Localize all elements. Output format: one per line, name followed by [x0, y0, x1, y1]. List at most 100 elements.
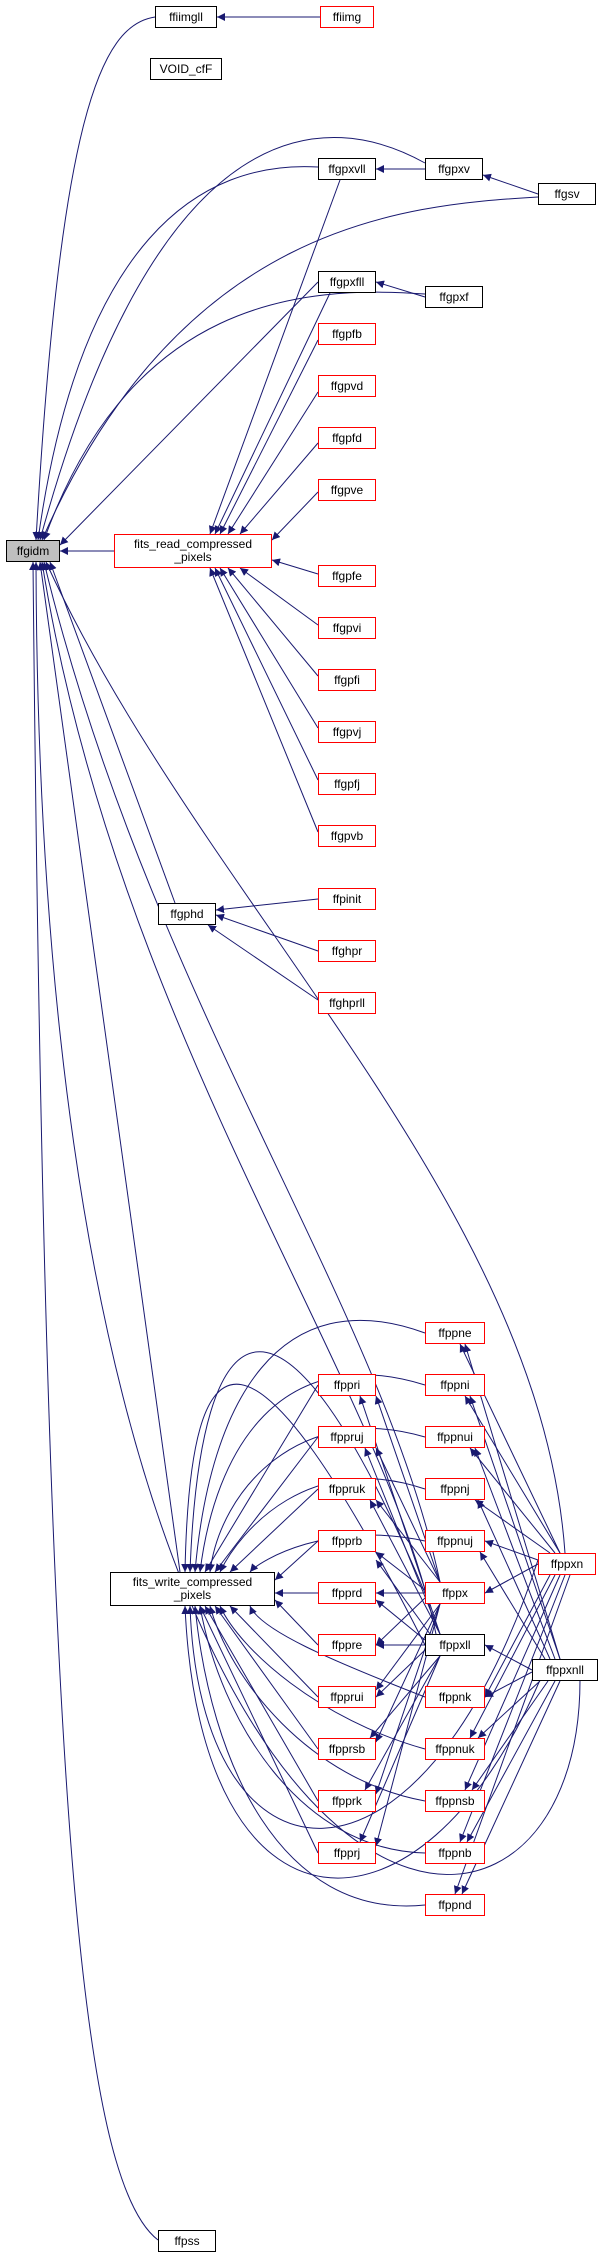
edge-ffppxll-ffpprui	[375, 1649, 426, 1698]
node-ffpprb[interactable]: ffpprb	[318, 1530, 376, 1552]
node-fits_read_compressed_pixels[interactable]: fits_read_compressed _pixels	[114, 534, 272, 568]
edge-fwcp-ffgidm	[37, 561, 181, 1573]
node-ffgpvb[interactable]: ffgpvb	[318, 825, 376, 847]
node-label: ffpprb	[331, 1533, 363, 1548]
edge-ffppx-ffgidm	[41, 561, 441, 1583]
node-ffpprsb[interactable]: ffpprsb	[318, 1738, 376, 1760]
node-label: ffgpfd	[332, 430, 362, 445]
edge-ffppxnll-ffppne	[463, 1343, 561, 1660]
edge-ffppruk-fwcp	[229, 1488, 319, 1573]
node-label: ffppni	[440, 1377, 470, 1392]
node-ffgpfd[interactable]: ffgpfd	[318, 427, 376, 449]
edge-ffgpve-frcp	[271, 491, 319, 541]
node-ffpss[interactable]: ffpss	[158, 2230, 216, 2252]
node-ffgpxv[interactable]: ffgpxv	[425, 158, 483, 180]
edge-ffppxll-ffpprb	[375, 1559, 431, 1635]
node-ffgpfj[interactable]: ffgpfj	[318, 773, 376, 795]
node-label: ffpprj	[333, 1845, 361, 1860]
node-ffpprui[interactable]: ffpprui	[318, 1686, 376, 1708]
edge-ffppx-ffppruk	[375, 1499, 441, 1583]
node-ffgpxvll[interactable]: ffgpxvll	[318, 158, 376, 180]
node-VOID_cfF[interactable]: VOID_cfF	[150, 58, 222, 80]
edge-ffppxll-ffpprsb	[369, 1655, 441, 1739]
node-ffppnd[interactable]: ffppnd	[425, 1894, 485, 1916]
edge-ffghprll-ffgphd	[207, 924, 319, 1001]
node-ffppri[interactable]: ffppri	[318, 1374, 376, 1396]
node-label: ffpinit	[332, 891, 362, 906]
edge-ffppnuk-fwcp	[219, 1605, 426, 1750]
node-ffppnui[interactable]: ffppnui	[425, 1426, 485, 1448]
node-label: ffpss	[174, 2233, 200, 2248]
node-ffppnk[interactable]: ffppnk	[425, 1686, 485, 1708]
edge-ffgpvi-frcp	[239, 567, 319, 626]
node-ffppre[interactable]: ffppre	[318, 1634, 376, 1656]
node-fits_write_compressed_pixels[interactable]: fits_write_compressed _pixels	[110, 1572, 275, 1606]
edge-ffgphd-ffgidm	[48, 561, 176, 904]
node-ffppnb[interactable]: ffppnb	[425, 1842, 485, 1864]
edge-ffgsv-ffgpxv	[482, 173, 539, 195]
node-label: ffppnk	[438, 1689, 472, 1704]
node-ffgidm[interactable]: ffgidm	[6, 540, 60, 562]
node-label: ffghpr	[331, 943, 363, 958]
node-ffgpvd[interactable]: ffgpvd	[318, 375, 376, 397]
node-label: fits_read_compressed _pixels	[133, 537, 253, 564]
node-label: ffgphd	[170, 906, 204, 921]
edges	[29, 13, 581, 2241]
node-ffgpve[interactable]: ffgpve	[318, 479, 376, 501]
node-ffpprk[interactable]: ffpprk	[318, 1790, 376, 1812]
node-ffgsv[interactable]: ffgsv	[538, 183, 596, 205]
node-ffppxn[interactable]: ffppxn	[538, 1553, 596, 1575]
node-ffiimgll[interactable]: ffiimgll	[155, 6, 217, 28]
node-ffpprj[interactable]: ffpprj	[318, 1842, 376, 1864]
node-label: ffppnb	[438, 1845, 472, 1860]
node-label: ffppxn	[550, 1556, 584, 1571]
edge-ffppxnll-ffppnj	[477, 1499, 551, 1660]
node-ffpinit[interactable]: ffpinit	[318, 888, 376, 910]
edge-ffppnd-fwcp	[191, 1605, 426, 1907]
edge-ffppxnll-ffppnuk	[477, 1680, 541, 1739]
edge-ffiimgll-ffgidm	[32, 16, 156, 541]
node-ffppnj[interactable]: ffppnj	[425, 1478, 485, 1500]
node-ffgpxfll[interactable]: ffgpxfll	[318, 271, 376, 293]
edge-ffppxll-fwcp	[181, 1383, 426, 1646]
node-ffppne[interactable]: ffppne	[425, 1322, 485, 1344]
node-ffppnuj[interactable]: ffppnuj	[425, 1530, 485, 1552]
node-ffgpvj[interactable]: ffgpvj	[318, 721, 376, 743]
node-ffppx[interactable]: ffppx	[425, 1582, 485, 1604]
node-ffgpvi[interactable]: ffgpvi	[318, 617, 376, 639]
edge-ffgpxvll-frcp	[209, 179, 341, 535]
node-ffppnuk[interactable]: ffppnuk	[425, 1738, 485, 1760]
node-ffppxnll[interactable]: ffppxnll	[532, 1659, 598, 1681]
node-ffppxll[interactable]: ffppxll	[425, 1634, 485, 1656]
node-ffgpxf[interactable]: ffgpxf	[425, 286, 483, 308]
node-ffghpr[interactable]: ffghpr	[318, 940, 376, 962]
node-ffpprd[interactable]: ffpprd	[318, 1582, 376, 1604]
node-label: VOID_cfF	[159, 61, 213, 76]
edge-ffppnuj-fwcp	[249, 1534, 426, 1573]
node-ffiimg[interactable]: ffiimg	[320, 6, 374, 28]
edge-ffpprj-fwcp	[199, 1605, 319, 1854]
node-label: ffppnd	[438, 1897, 472, 1912]
edge-ffppx-ffppruj	[375, 1447, 441, 1583]
edge-ffppnk-fwcp	[249, 1605, 426, 1698]
node-ffppni[interactable]: ffppni	[425, 1374, 485, 1396]
node-ffgpfb[interactable]: ffgpfb	[318, 323, 376, 345]
edge-ffgsv-ffgidm	[41, 196, 539, 541]
node-ffppruj[interactable]: ffppruj	[318, 1426, 376, 1448]
edge-ffpprk-fwcp	[204, 1605, 319, 1802]
edge-ffppri-fwcp	[204, 1384, 319, 1573]
edge-ffppxn-ffgidm	[45, 561, 566, 1554]
node-ffgpfi[interactable]: ffgpfi	[318, 669, 376, 691]
node-label: fits_write_compressed _pixels	[132, 1575, 253, 1602]
node-label: ffppnui	[437, 1429, 473, 1444]
edge-ffgpfd-frcp	[239, 442, 319, 535]
node-label: ffppnj	[440, 1481, 470, 1496]
node-ffgpfe[interactable]: ffgpfe	[318, 565, 376, 587]
node-ffgphd[interactable]: ffgphd	[158, 903, 216, 925]
node-label: ffiimg	[332, 9, 362, 24]
node-ffppruk[interactable]: ffppruk	[318, 1478, 376, 1500]
node-ffppnsb[interactable]: ffppnsb	[425, 1790, 485, 1812]
node-label: ffgidm	[16, 543, 50, 558]
node-ffghprll[interactable]: ffghprll	[318, 992, 376, 1014]
